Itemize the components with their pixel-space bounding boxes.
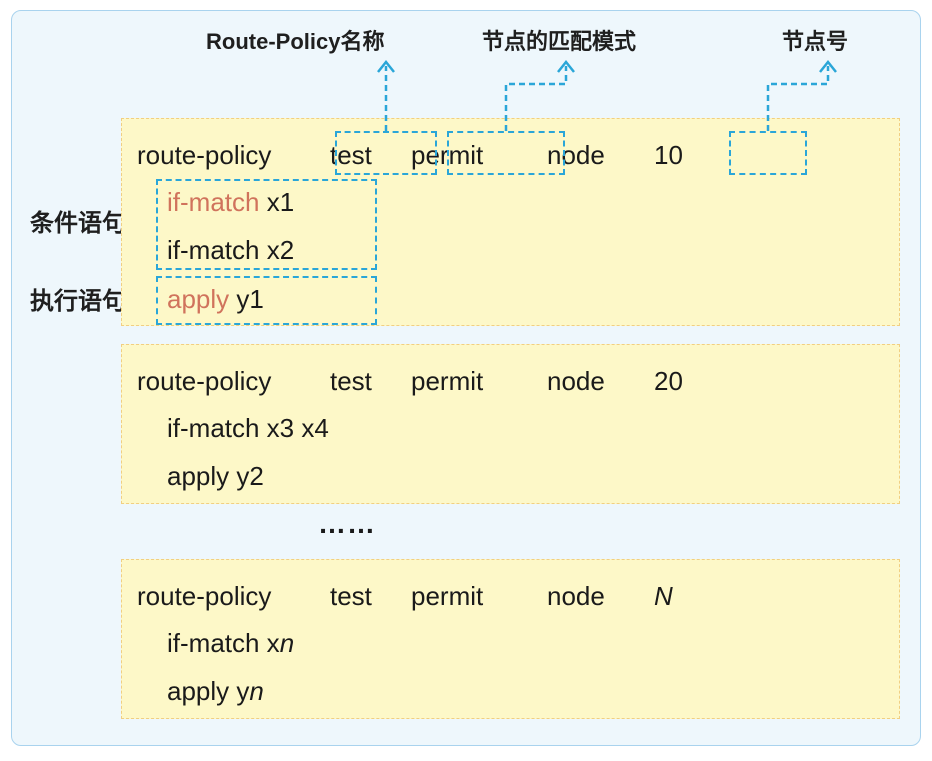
match-mode-highlight — [447, 131, 565, 175]
node-number: 20 — [654, 366, 683, 396]
apply-line: apply y2 — [167, 461, 264, 491]
match-mode-connector — [504, 66, 568, 131]
route-policy-keyword: route-policy — [137, 581, 272, 611]
match-mode: permit — [411, 366, 484, 396]
node-number: 10 — [654, 140, 683, 170]
arrow-head-icon — [377, 59, 395, 73]
policy-name: test — [330, 581, 372, 611]
node-keyword: node — [547, 581, 605, 611]
policy-node-block — [121, 559, 900, 719]
policy-header-line: route-policy test permit node N — [137, 581, 737, 611]
ellipsis: …… — [318, 508, 376, 539]
route-policy-keyword: route-policy — [137, 366, 272, 396]
match-variable: n — [279, 628, 295, 658]
node-number: N — [654, 581, 673, 611]
match-clause: x1 — [259, 187, 295, 217]
action-highlight — [156, 276, 377, 325]
route-policy-keyword: route-policy — [137, 140, 272, 170]
action-statement-label: 执行语句 — [30, 288, 126, 315]
if-match-keyword: if-match — [167, 187, 260, 217]
if-match-keyword: if-match — [167, 235, 260, 265]
if-match-line: if-match x3 x4 — [167, 413, 329, 443]
policy-node-block — [121, 344, 900, 504]
match-clause: if-match x — [167, 628, 280, 658]
apply-line: apply yn — [167, 676, 264, 706]
match-mode: permit — [411, 581, 484, 611]
node-number-connector — [766, 66, 830, 131]
policy-name: test — [330, 366, 372, 396]
node-number-label: 节点号 — [782, 29, 849, 54]
apply-line: apply y1 — [167, 284, 264, 314]
route-policy-name-label: Route-Policy名称 — [206, 29, 385, 54]
arrow-head-icon — [557, 59, 575, 73]
if-match-line: if-match xn — [167, 628, 294, 658]
if-match-line: if-match x2 — [167, 235, 294, 265]
apply-clause: apply y — [167, 676, 250, 706]
apply-keyword: apply — [167, 284, 230, 314]
condition-highlight — [156, 179, 377, 270]
condition-statement-label: 条件语句 — [30, 210, 126, 237]
policy-node-block — [121, 118, 900, 326]
node-keyword: node — [547, 140, 605, 170]
node-number-highlight — [729, 131, 807, 175]
if-match-line: if-match x1 — [167, 187, 294, 217]
apply-clause: y1 — [229, 284, 264, 314]
arrow-head-icon — [819, 59, 837, 73]
policy-header-line: route-policy test permit node 10 — [137, 140, 737, 170]
policy-header-line: route-policy test permit node 20 — [137, 366, 737, 396]
match-mode-label: 节点的匹配模式 — [482, 29, 637, 54]
node-keyword: node — [547, 366, 605, 396]
apply-variable: n — [249, 676, 264, 706]
policy-name-highlight — [335, 131, 437, 175]
match-clause: x2 — [259, 235, 295, 265]
